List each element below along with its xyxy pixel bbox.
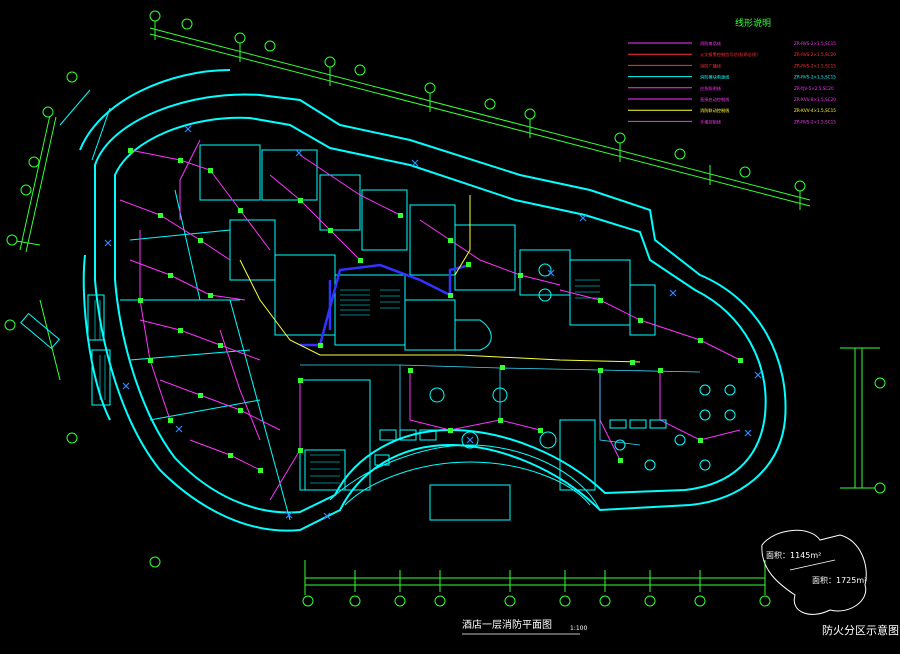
legend-row: 消防广播线 ZR-RVS-2×1.5,SC15 <box>628 62 836 69</box>
bottom-dimension-line <box>304 560 766 595</box>
legend-label: 消防广播线 <box>700 62 722 69</box>
legend-label: 火灾报警控制信号总线(两总线) <box>700 51 758 58</box>
right-axis-bubbles <box>874 377 886 494</box>
legend-row: 消防联动控制线 ZR-KVV-4×1.5,SC15 <box>628 107 836 114</box>
legend-spec: ZR-KVV-8×1.5,SC20 <box>794 97 836 102</box>
fire-zone-title: 防火分区示意图 <box>822 623 899 637</box>
legend-spec: ZR-RVS-2×1.5,SC15 <box>794 41 836 46</box>
legend-label: 消防电话线 <box>700 40 722 47</box>
legend-label: 应急照明线 <box>700 85 722 92</box>
top-dimension-line <box>149 20 811 210</box>
right-dimension-line <box>840 347 880 489</box>
interior-walls <box>20 89 656 521</box>
legend-label: 消防联动控制线 <box>700 107 730 114</box>
furniture-symbols <box>374 263 736 471</box>
legend: 线形说明 消防电话线 ZR-RVS-2×1.5,SC15 火灾报警控制信号总线(两总… <box>628 17 836 125</box>
fire-zone-area-1: 面积：1145m² <box>766 550 821 560</box>
left-dimension-line <box>9 114 61 381</box>
legend-row: 火灾报警控制信号总线(两总线) ZR-RVS-2×1.5,SC20 <box>628 51 836 58</box>
fire-zone-diagram: 面积：1145m² 面积：1725m² 防火分区示意图 <box>761 529 899 637</box>
legend-row: 应急照明线 ZR-YJV-5×2.5,SC20 <box>628 85 834 92</box>
legend-row: 手报控制线 ZR-RVS-2×1.5,SC15 <box>628 118 836 125</box>
legend-title: 线形说明 <box>735 17 771 29</box>
stair-hatching <box>94 279 600 484</box>
drawing-title: 酒店一层消防平面图 <box>462 618 552 631</box>
left-axis-bubbles <box>4 71 161 568</box>
legend-spec: ZR-YJV-5×2.5,SC20 <box>794 86 834 91</box>
legend-label: 直接启动控制线 <box>700 96 730 103</box>
top-axis-bubbles <box>149 10 806 192</box>
legend-spec: ZR-KVV-4×1.5,SC15 <box>794 108 836 113</box>
legend-spec: ZR-RVS-2×1.5,SC15 <box>794 63 836 68</box>
drawing-title-block: 酒店一层消防平面图 1:100 <box>462 618 587 635</box>
legend-row: 消防电话线 ZR-RVS-2×1.5,SC15 <box>628 40 836 47</box>
linkage-wiring <box>239 195 641 363</box>
fire-devices <box>128 148 743 473</box>
legend-row: 消防模块电源线 ZR-RVS-2×1.5,SC15 <box>628 74 836 81</box>
drawing-scale: 1:100 <box>570 625 587 632</box>
legend-spec: ZR-RVS-2×1.5,SC20 <box>794 52 836 57</box>
legend-row: 直接启动控制线 ZR-KVV-8×1.5,SC20 <box>628 96 836 103</box>
signal-lines <box>300 364 701 446</box>
legend-spec: ZR-RVS-2×1.5,SC15 <box>794 75 836 80</box>
legend-label: 消防模块电源线 <box>700 74 730 81</box>
sprinkler-symbols <box>104 125 762 520</box>
signal-bus <box>300 263 471 347</box>
bottom-axis-bubbles <box>302 595 771 607</box>
legend-label: 手报控制线 <box>700 118 722 125</box>
fire-zone-area-2: 面积：1725m² <box>812 575 867 585</box>
legend-spec: ZR-RVS-2×1.5,SC15 <box>794 119 836 124</box>
